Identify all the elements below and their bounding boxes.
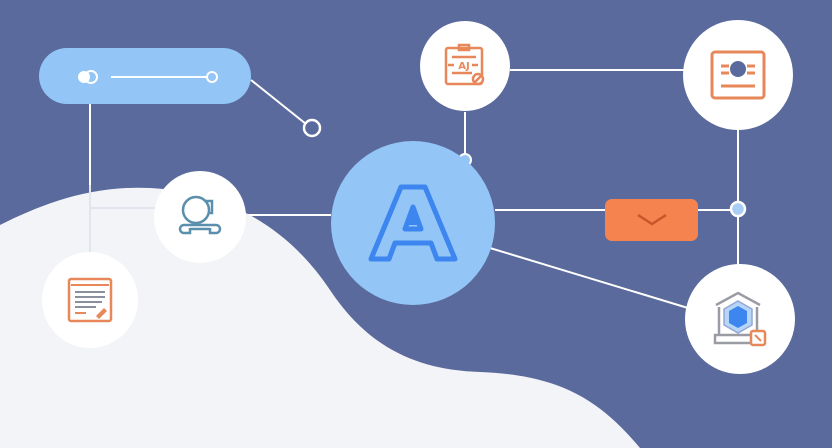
document-node[interactable] [42,252,138,348]
letter-a-logo-icon [368,184,458,262]
profile-card-node[interactable] [683,20,793,130]
slider-toggle-icon [78,70,218,84]
clipboard-node[interactable]: AJ [420,21,510,111]
bank-shield-icon [713,291,767,347]
chevron-down-icon [636,213,667,226]
slider-toggle-pill[interactable] [39,48,251,104]
junction-dot [729,200,747,218]
id-card-icon [710,50,766,100]
text-document-icon [67,277,113,323]
secure-building-node[interactable] [685,264,795,374]
central-hub[interactable] [331,141,495,305]
astronaut-node[interactable] [154,171,246,263]
endpoint-dot [302,118,322,138]
astronaut-helmet-icon [178,195,222,235]
clipboard-document-icon: AJ [444,43,485,86]
dropdown-button[interactable] [605,199,698,241]
svg-text:AJ: AJ [458,61,469,72]
wave-shape [0,187,640,448]
